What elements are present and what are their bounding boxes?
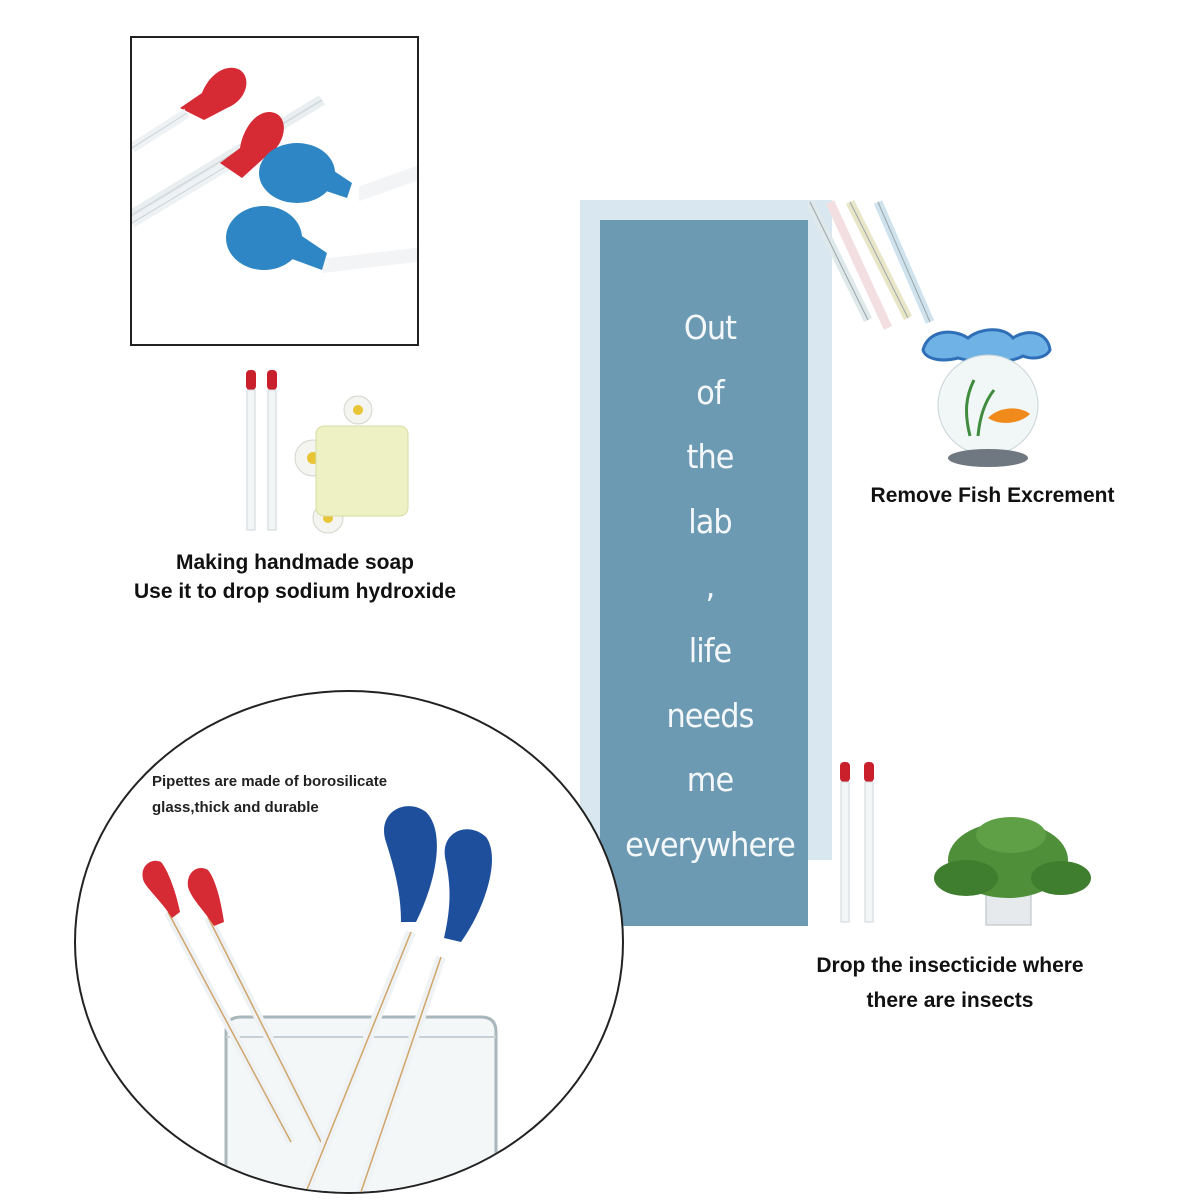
plant-illustration (836, 760, 1106, 930)
dropper-pipette-icon (246, 370, 277, 531)
insect-caption: Drop the insecticide where there are ins… (790, 948, 1110, 1018)
pipette-beaker-circle (74, 690, 624, 1194)
fish-bowl-image (805, 199, 1052, 467)
dropper-pipette-icon (840, 762, 874, 923)
borosilicate-note-line2: glass,thick and durable (152, 799, 319, 816)
soap-image (246, 370, 409, 534)
red-pipette-icon (142, 860, 331, 1155)
insect-caption-line1: Drop the insecticide where (816, 954, 1084, 977)
banner-word: me (686, 760, 734, 800)
fish-bowl-illustration (805, 199, 1108, 475)
banner-word: everywhere (625, 824, 796, 864)
beaker-image (142, 806, 498, 1192)
pipette-bulbs-photo (130, 36, 419, 346)
pipettes-icon (805, 199, 935, 330)
banner-word: needs (666, 695, 754, 735)
pipette-bulbs-image (132, 67, 417, 273)
fish-caption: Remove Fish Excrement (870, 484, 1115, 507)
banner-word: the (686, 437, 734, 477)
banner-word: Out (683, 308, 737, 347)
soap-illustration (238, 368, 448, 538)
banner-word: lab (688, 501, 732, 541)
plant-image (840, 762, 1091, 926)
banner-slogan: Out of the lab , life needs me everywher… (600, 296, 820, 877)
goldfish-icon (988, 408, 1030, 423)
insect-caption-line2: there are insects (866, 989, 1034, 1012)
blue-bulb-icon (259, 143, 335, 203)
blue-bulb-icon (226, 206, 302, 270)
soap-caption: Making handmade soap Use it to drop sodi… (60, 548, 530, 606)
borosilicate-note-line1: Pipettes are made of borosilicate (152, 773, 388, 790)
red-bulb-icon (220, 112, 284, 178)
potted-plant-icon (934, 817, 1091, 926)
banner-panel (600, 220, 808, 926)
daisy-icon (294, 395, 373, 534)
soap-caption-line2: Use it to drop sodium hydroxide (133, 580, 457, 603)
borosilicate-note: Pipettes are made of borosilicate glass,… (152, 769, 452, 821)
banner-word: of (696, 372, 724, 412)
banner-word: life (688, 630, 732, 670)
soap-caption-line1: Making handmade soap (175, 551, 415, 574)
navy-pipette-icon (301, 806, 492, 1192)
red-bulb-icon (180, 67, 247, 120)
fish-bowl-icon (921, 328, 1052, 467)
soap-bar-icon (315, 425, 409, 517)
banner-word: , (705, 566, 716, 606)
